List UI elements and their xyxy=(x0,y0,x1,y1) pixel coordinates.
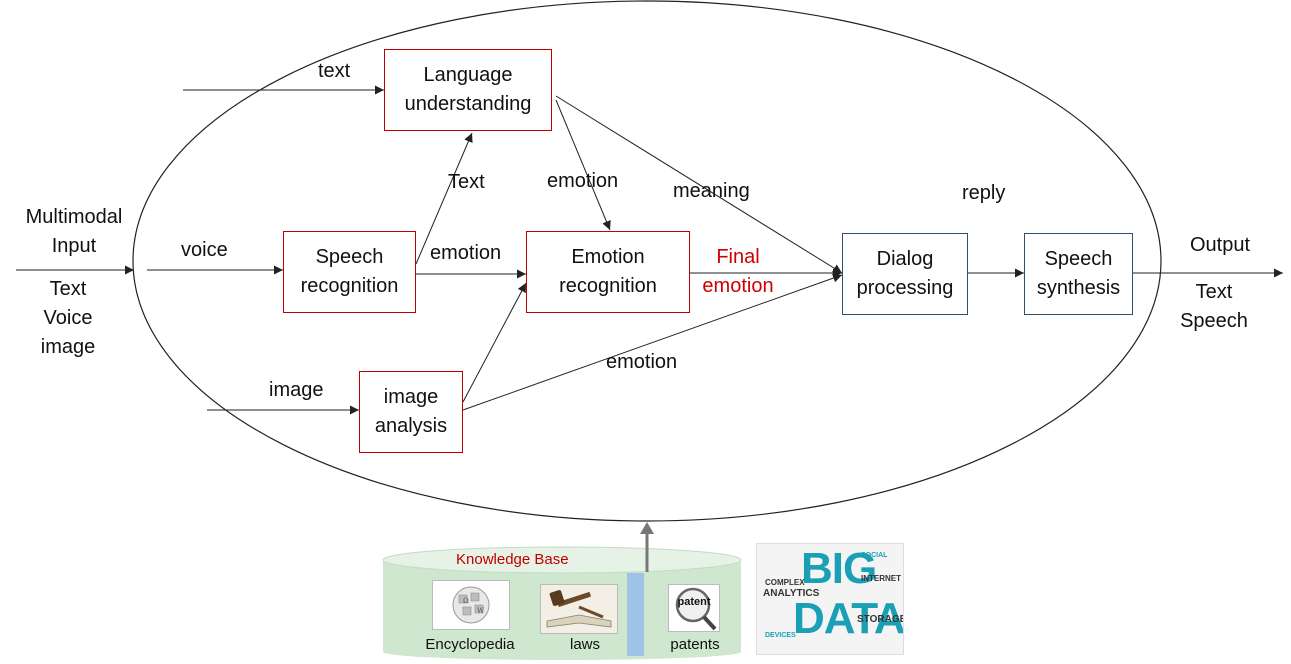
arrow-kb-head xyxy=(640,522,654,534)
patent-stamp-text: patent xyxy=(677,596,711,608)
speech-recognition-box: Speech recognition xyxy=(283,231,416,313)
arrow-image-to-emotion xyxy=(462,282,527,403)
synthesis-box-line2: synthesis xyxy=(1036,277,1121,299)
kb-divider-bar xyxy=(627,573,644,656)
input-title-line2: Input xyxy=(51,235,97,257)
label-text-input: text xyxy=(318,60,351,82)
dialog-box-line2: processing xyxy=(856,277,954,299)
image-analysis-line1: image xyxy=(383,386,439,408)
big-data-tag-internet: INTERNET xyxy=(861,574,901,583)
speech-recognition-line1: Speech xyxy=(315,246,384,268)
svg-text:W: W xyxy=(477,607,485,615)
gavel-book-icon xyxy=(540,584,618,634)
speech-recognition-line2: recognition xyxy=(300,275,399,297)
input-item-image: image xyxy=(40,336,96,358)
big-data-word-data: DATA xyxy=(793,594,904,643)
svg-text:Ω: Ω xyxy=(463,597,469,605)
kb-source-encyclopedia: Encyclopedia xyxy=(425,636,515,653)
arrow-language-to-emotion xyxy=(555,99,611,231)
label-image-input: image xyxy=(269,379,324,401)
input-title-line1: Multimodal xyxy=(25,206,123,228)
label-emotion-from-speech: emotion xyxy=(430,242,502,264)
big-data-tag-social: SOCIAL xyxy=(861,552,888,559)
label-voice-input: voice xyxy=(181,239,228,261)
big-data-tag-complex: COMPLEX xyxy=(765,578,805,587)
kb-source-laws: laws xyxy=(569,636,600,653)
language-understanding-box: Language understanding xyxy=(384,49,552,131)
language-box-line2: understanding xyxy=(404,93,532,115)
patent-magnifier-icon xyxy=(668,584,720,632)
image-analysis-line2: analysis xyxy=(374,415,448,437)
arrow-language-to-dialog xyxy=(555,95,843,274)
label-emotion-from-image: emotion xyxy=(606,351,678,373)
label-emotion-from-language: emotion xyxy=(547,170,619,192)
kb-source-patents: patents xyxy=(670,636,720,653)
input-item-voice: Voice xyxy=(43,307,93,329)
big-data-tag-devices: DEVICES xyxy=(765,632,796,639)
emotion-recognition-line1: Emotion xyxy=(571,246,645,268)
arrow-speech-to-language xyxy=(415,132,473,265)
dialog-box-line1: Dialog xyxy=(876,248,934,270)
big-data-word-cloud: BIG DATA COMPLEX ANALYTICS INTERNET STOR… xyxy=(756,543,904,655)
output-item-text: Text xyxy=(1195,281,1233,303)
emotion-recognition-line2: recognition xyxy=(559,275,657,297)
label-final: Final xyxy=(716,246,760,268)
label-final-emotion: emotion xyxy=(702,275,774,297)
big-data-tag-storage: STORAGE xyxy=(857,614,904,625)
big-data-word-big: BIG xyxy=(801,544,877,593)
output-title: Output xyxy=(1189,234,1251,256)
output-item-speech: Speech xyxy=(1180,310,1248,332)
wikipedia-icon: Ω W xyxy=(432,580,510,630)
label-reply: reply xyxy=(962,182,1006,204)
big-data-tag-analytics: ANALYTICS xyxy=(763,588,820,599)
language-box-line1: Language xyxy=(423,64,513,86)
knowledge-base-title: Knowledge Base xyxy=(456,551,569,568)
input-item-text: Text xyxy=(49,278,87,300)
label-text-from-speech: Text xyxy=(448,171,485,193)
speech-synthesis-box: Speech synthesis xyxy=(1024,233,1133,315)
dialog-processing-box: Dialog processing xyxy=(842,233,968,315)
label-meaning: meaning xyxy=(673,180,750,202)
synthesis-box-line1: Speech xyxy=(1044,248,1113,270)
system-ellipse xyxy=(132,0,1162,522)
arrow-image-to-dialog xyxy=(462,273,843,411)
image-analysis-box: image analysis xyxy=(359,371,463,453)
emotion-recognition-box: Emotion recognition xyxy=(526,231,690,313)
